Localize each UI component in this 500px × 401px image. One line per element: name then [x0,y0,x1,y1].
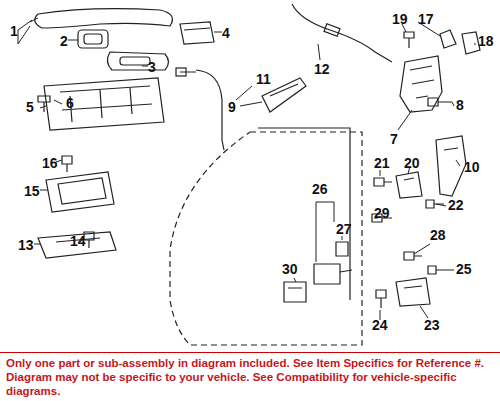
latch-cover [440,30,456,48]
window-frame [258,128,350,300]
callout-number: 8 [456,98,464,112]
bolt [404,252,422,260]
handle-bracket [44,78,164,130]
bolt [426,200,444,208]
callout-number: 7 [390,132,398,146]
cover-plate [462,32,480,54]
callout-number: 4 [222,26,230,40]
callout-number: 29 [374,206,390,220]
callout-number: 28 [430,228,446,242]
upper-hinge [396,172,422,198]
callout-number: 5 [26,100,34,114]
callout-number: 12 [314,62,330,76]
lower-hinge [396,278,430,306]
lock-cylinder [180,22,214,44]
door-outline [170,132,362,345]
check-clip [336,242,348,256]
bolt [428,266,448,274]
callout-number: 3 [148,60,156,74]
plug [284,282,306,302]
door-latch [400,56,442,112]
striker-bolt [428,98,452,106]
screw [404,32,414,48]
notice-band: Only one part or sub-assembly in diagram… [0,352,500,401]
bolt [374,178,392,186]
callout-number: 11 [256,72,271,86]
callout-number: 20 [404,156,420,170]
callout-number: 1 [10,24,18,38]
callout-number: 23 [424,318,440,332]
callout-number: 6 [66,96,74,110]
callout-number: 24 [372,318,388,332]
bolt [376,290,386,308]
callout-number: 14 [70,234,86,248]
callout-number: 13 [18,238,34,252]
inner-handle-bezel [38,232,116,258]
leader-lines [18,18,476,320]
screw [62,156,72,172]
lock-cable [292,4,392,62]
callout-number: 15 [24,184,40,198]
gasket [78,30,108,48]
handle-bezel [107,52,168,70]
callout-number: 18 [478,34,494,48]
notice-text: Only one part or sub-assembly in diagram… [0,353,500,401]
callout-number: 30 [282,262,298,276]
callout-number: 27 [336,222,352,236]
outer-handle [35,9,173,28]
callout-number: 17 [418,12,434,26]
rod-cable [180,70,224,150]
callout-number: 26 [312,182,328,196]
callout-number: 2 [60,34,68,48]
latch-shield [436,136,466,196]
inner-handle [46,172,114,212]
callout-number: 25 [456,262,472,276]
callout-number: 19 [392,12,408,26]
callout-number: 9 [228,100,236,114]
callout-number: 21 [374,156,390,170]
door-check [314,264,352,284]
callout-number: 16 [42,156,58,170]
bolt [38,96,50,112]
callout-number: 10 [464,160,480,174]
callout-number: 22 [448,198,464,212]
